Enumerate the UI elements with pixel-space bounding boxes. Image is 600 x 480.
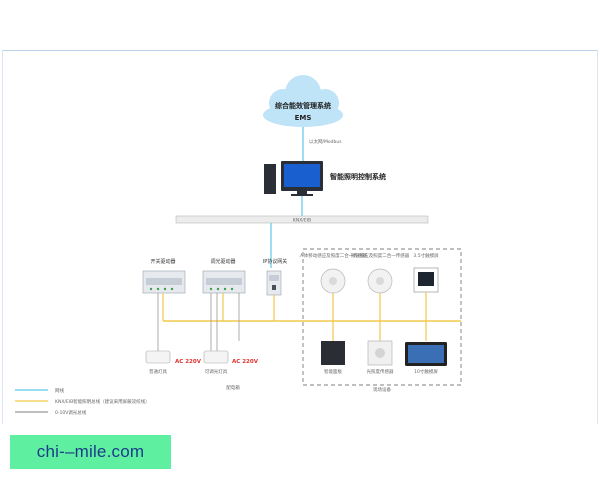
microwave-sensor-icon <box>367 268 393 294</box>
legend-label-network: 网线 <box>55 387 64 394</box>
smart-panel-label: 智能面板 <box>324 368 342 375</box>
dimmable-lamp-label: 可调光灯具 <box>205 368 228 375</box>
normal-lamp-label: 普通灯具 <box>149 368 167 375</box>
knx-bus-bar <box>175 215 429 224</box>
field-equipment-group <box>302 248 462 386</box>
cloud-label-line1: 综合能效管理系统 <box>275 101 331 110</box>
dimmable-lamp-icon <box>203 350 229 364</box>
legend: 网线 KNX/EIB智能照明总线（建议采用屏蔽双绞线） 0-10V调光总线 <box>15 387 150 416</box>
computer-icon <box>264 161 323 196</box>
diagram-frame: 综合能效管理系统 EMS 以太网/Modbus 智能照明控制系统 KNX/EIB… <box>2 50 598 424</box>
cloud-label-line2: EMS <box>295 114 312 122</box>
touch-panel-10-icon <box>405 342 447 366</box>
switch-actuator-label: 开关驱动器 <box>150 258 175 265</box>
legend-label-knx: KNX/EIB智能照明总线（建议采用屏蔽双绞线） <box>55 398 150 405</box>
smart-panel-icon <box>321 341 345 365</box>
watermark-label: chi-–mile.com <box>10 435 171 469</box>
ac-label-2: AC 220V <box>232 359 259 365</box>
presence-sensor-label: 人体移动感应及照度二合一传感器 <box>299 252 367 259</box>
bus-label: KNX/EIB <box>293 218 311 224</box>
link-label: 以太网/Modbus <box>309 138 342 145</box>
legend-label-dimming: 0-10V调光总线 <box>55 409 87 416</box>
light-sensor-icon <box>367 340 393 366</box>
dimming-actuator-label: 调光驱动器 <box>210 258 235 265</box>
light-sensor-label: 光照度传感器 <box>367 368 394 375</box>
distribution-box-label: 配电箱 <box>226 384 240 391</box>
touch-panel-10-label: 10寸触摸屏 <box>414 368 438 375</box>
touch-panel-35-icon <box>413 267 439 293</box>
lighting-control-system-diagram: 综合能效管理系统 EMS 以太网/Modbus 智能照明控制系统 KNX/EIB… <box>15 75 462 416</box>
microwave-sensor-label: 微波感应及照度二合一传感器 <box>351 252 410 259</box>
cloud-icon <box>263 75 343 127</box>
dimming-actuator-icon <box>202 270 246 294</box>
switch-actuator-icon <box>142 270 186 294</box>
control-system-label: 智能照明控制系统 <box>330 172 386 181</box>
ac-label-1: AC 220V <box>175 359 202 365</box>
touch-panel-35-label: 3.5寸触摸屏 <box>413 252 439 259</box>
normal-lamp-icon <box>145 350 171 364</box>
ip-gateway-icon <box>266 270 282 296</box>
presence-sensor-icon <box>320 268 346 294</box>
ip-gateway-label: IP协议网关 <box>263 258 288 265</box>
field-equipment-label: 现场设备 <box>373 386 391 393</box>
